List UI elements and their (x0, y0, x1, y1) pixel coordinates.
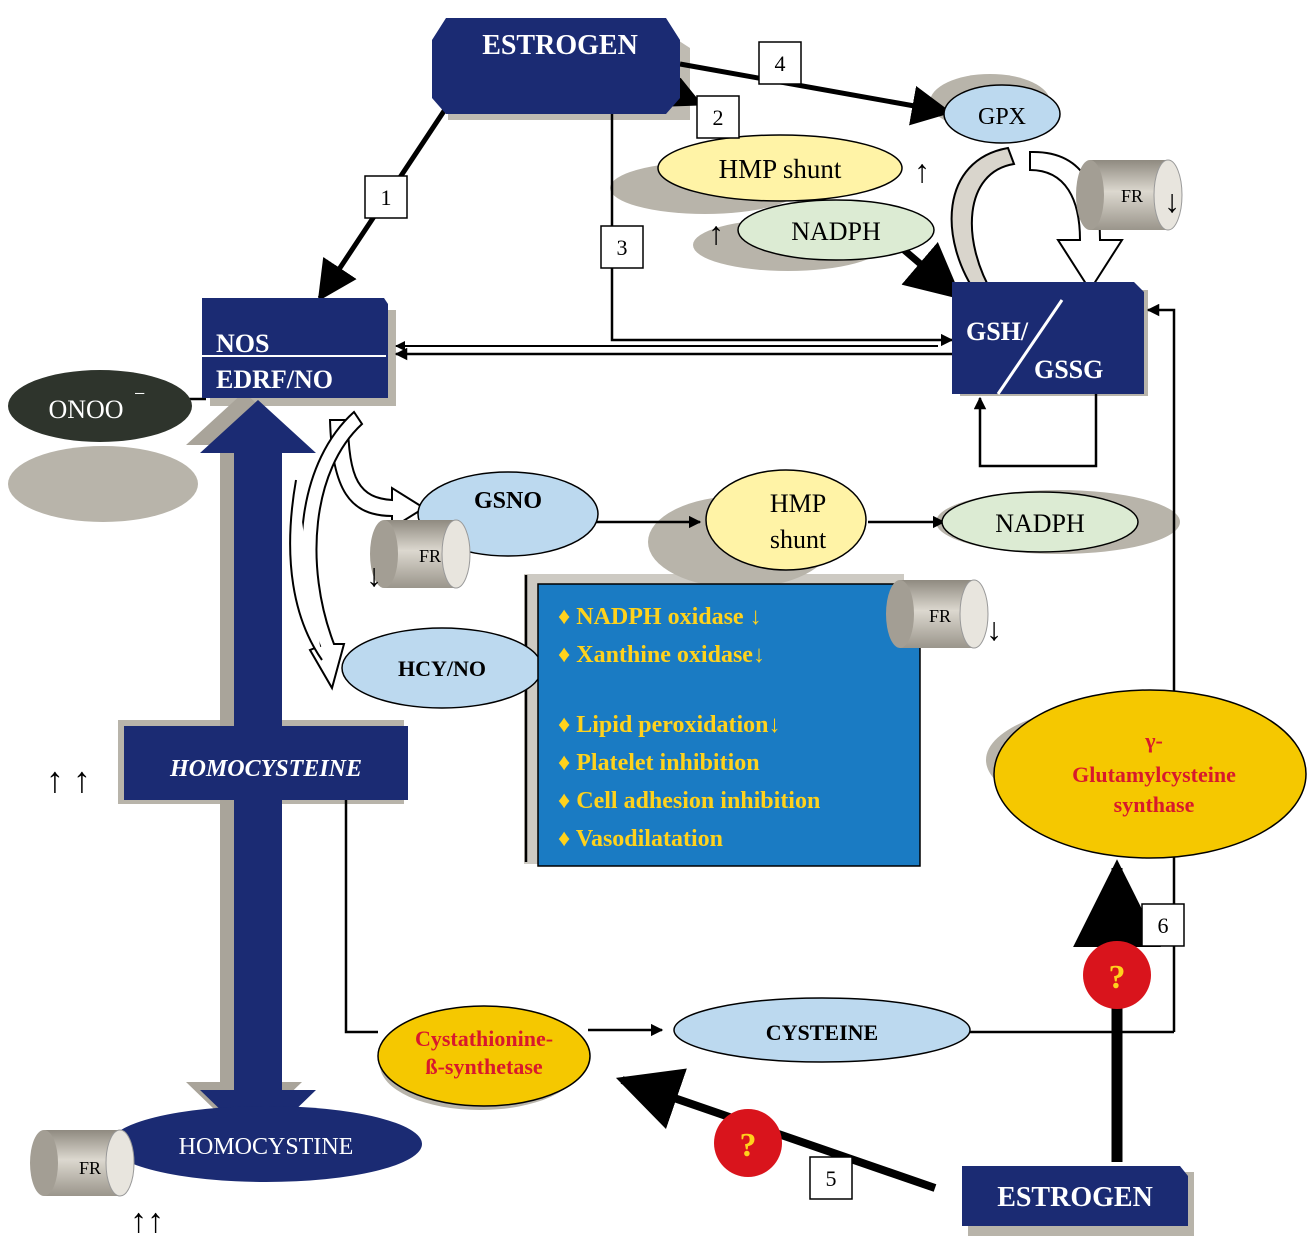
gsh-gssg-box: GSH/ GSSG (952, 282, 1144, 395)
onoo-node: ONOO − (8, 370, 192, 442)
pathway-number-boxes: 1 2 3 4 5 6 (364, 41, 1185, 1200)
down-arrow-indicator: ↓ (986, 611, 1002, 647)
gsno-label: GSNO (474, 488, 542, 514)
onoo-superscript: − (134, 383, 145, 405)
effect-item: ♦ Platelet inhibition (558, 750, 760, 776)
pathway-number: 5 (826, 1166, 837, 1191)
estrogen-bottom-box: ESTROGEN (962, 1166, 1188, 1226)
fr-label: FR (1121, 186, 1143, 206)
homocysteine-box: HOMOCYSTEINE (124, 726, 408, 800)
fr-cylinder-gpx: FR (1076, 159, 1183, 231)
cystathionine-line1: Cystathionine- (415, 1026, 553, 1051)
question-circle-5: ? (714, 1109, 782, 1177)
gpx-label: GPX (978, 104, 1026, 130)
glutamyl-line2: Glutamylcysteine (1072, 762, 1236, 787)
hmp-shunt-top-label: HMP shunt (719, 154, 842, 184)
nadph-mid-label: NADPH (995, 509, 1085, 538)
homocystine-label: HOMOCYSTINE (179, 1134, 354, 1160)
double-up-indicator: ↑ ↑ (46, 760, 91, 800)
effect-item: ♦ NADPH oxidase ↓ (558, 604, 762, 630)
estrogen-top-label: ESTROGEN (482, 30, 638, 61)
homocysteine-label: HOMOCYSTEINE (169, 756, 362, 782)
effect-item: ♦ Lipid peroxidation↓ (558, 712, 781, 738)
nadph-top-node: NADPH (737, 199, 935, 261)
gpx-node: GPX (943, 84, 1061, 144)
change-indicators: ↑ ↑ ↓ ↓ ↓ ↑ ↑ ↑↑ (46, 153, 1180, 1236)
fr-cylinder-effects: FR (886, 579, 989, 649)
down-arrow-indicator: ↓ (1164, 183, 1180, 219)
fr-label: FR (419, 546, 441, 566)
question-mark: ? (740, 1127, 757, 1164)
cystathionine-line2: ß-synthetase (425, 1054, 543, 1079)
onoo-label: ONOO (48, 395, 123, 424)
hmp-shunt-mid-line1: HMP (770, 489, 826, 518)
pathway-number: 2 (713, 105, 724, 130)
question-mark: ? (1109, 959, 1126, 996)
effect-item: ♦ Xanthine oxidase↓ (558, 642, 765, 668)
pathway-number: 1 (381, 185, 392, 210)
nadph-mid-node: NADPH (941, 491, 1139, 553)
fr-cylinder-gsno: FR (370, 519, 471, 589)
cysteine-label: CYSTEINE (766, 1020, 878, 1045)
edrf-no-label: EDRF/NO (216, 365, 333, 394)
pathway-number: 4 (775, 51, 786, 76)
effect-item: ♦ Vasodilatation (558, 826, 723, 852)
pathway-number: 6 (1158, 913, 1169, 938)
gssg-label: GSSG (1034, 355, 1103, 384)
nos-box: NOS EDRF/NO (202, 298, 388, 398)
question-circle-6: ? (1083, 941, 1151, 1009)
hcy-no-label: HCY/NO (398, 656, 486, 681)
up-arrow-indicator: ↑ (914, 153, 930, 189)
down-arrow-indicator: ↓ (366, 557, 382, 593)
pathway-number: 3 (617, 235, 628, 260)
effect-item: ♦ Cell adhesion inhibition (558, 788, 820, 814)
fr-label: FR (929, 606, 951, 626)
effects-box: ♦ NADPH oxidase ↓ ♦ Xanthine oxidase↓ ♦ … (537, 583, 921, 867)
hmp-shunt-mid-line2: shunt (770, 525, 827, 554)
up-arrow-indicator: ↑ (708, 215, 724, 251)
fr-label: FR (79, 1158, 101, 1178)
glutamyl-line3: synthase (1114, 792, 1195, 817)
connector-lines (158, 94, 1176, 1037)
cysteine-node: CYSTEINE (673, 997, 971, 1063)
double-up-indicator: ↑↑ (130, 1203, 164, 1236)
glutamyl-line1: γ- (1144, 728, 1163, 753)
nadph-top-label: NADPH (791, 217, 881, 246)
gsh-label: GSH/ (966, 317, 1029, 346)
hmp-shunt-mid-node: HMP shunt (705, 469, 867, 571)
estrogen-top-box: ESTROGEN (432, 18, 680, 114)
cystathionine-node: Cystathionine- ß-synthetase (377, 1005, 591, 1107)
homocystine-node: HOMOCYSTINE (110, 1106, 422, 1182)
nos-label: NOS (216, 329, 269, 358)
fr-cylinder-homocystine: FR (30, 1129, 135, 1197)
hcy-no-node: HCY/NO (341, 627, 543, 709)
estrogen-bottom-label: ESTROGEN (997, 1182, 1153, 1213)
glutamylcysteine-node: γ- Glutamylcysteine synthase (993, 689, 1307, 859)
white-curved-arrows (289, 146, 1124, 691)
hmp-shunt-top-node: HMP shunt (657, 134, 903, 202)
